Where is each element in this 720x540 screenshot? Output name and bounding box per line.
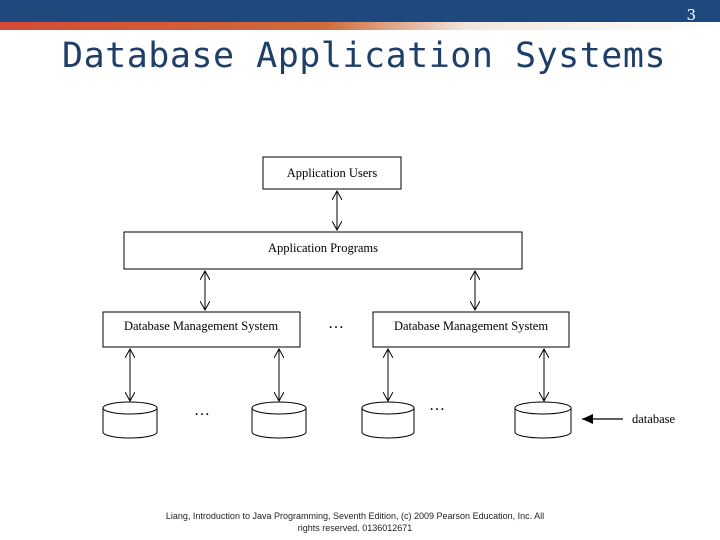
application-programs-box: Application Programs — [123, 231, 523, 270]
dbms-left-box: Database Management System — [102, 311, 301, 348]
header-accent-stripe — [0, 22, 720, 30]
database-cylinder-1 — [102, 401, 158, 439]
database-ellipsis-left: … — [194, 402, 210, 419]
database-label: database — [632, 412, 675, 426]
database-cylinder-3 — [361, 401, 415, 439]
dbms-ellipsis: … — [328, 315, 344, 332]
footer-line-2: rights reserved. 0136012671 — [297, 523, 413, 533]
slide-number: 3 — [686, 6, 696, 24]
dbms-right-box: Database Management System — [372, 311, 570, 348]
dbms-left-label: Database Management System — [124, 319, 278, 333]
dbms-right-label: Database Management System — [394, 319, 548, 333]
application-users-box: Application Users — [262, 156, 402, 190]
database-cylinder-4 — [514, 401, 572, 439]
footer-line-1: Liang, Introduction to Java Programming,… — [165, 511, 545, 521]
database-cylinder-2 — [251, 401, 307, 439]
slide-title: Database Application Systems — [62, 36, 667, 76]
database-ellipsis-right: … — [429, 397, 445, 414]
footer-copyright: Liang, Introduction to Java Programming,… — [130, 510, 580, 534]
application-programs-label: Application Programs — [268, 241, 378, 255]
application-users-label: Application Users — [287, 166, 378, 180]
